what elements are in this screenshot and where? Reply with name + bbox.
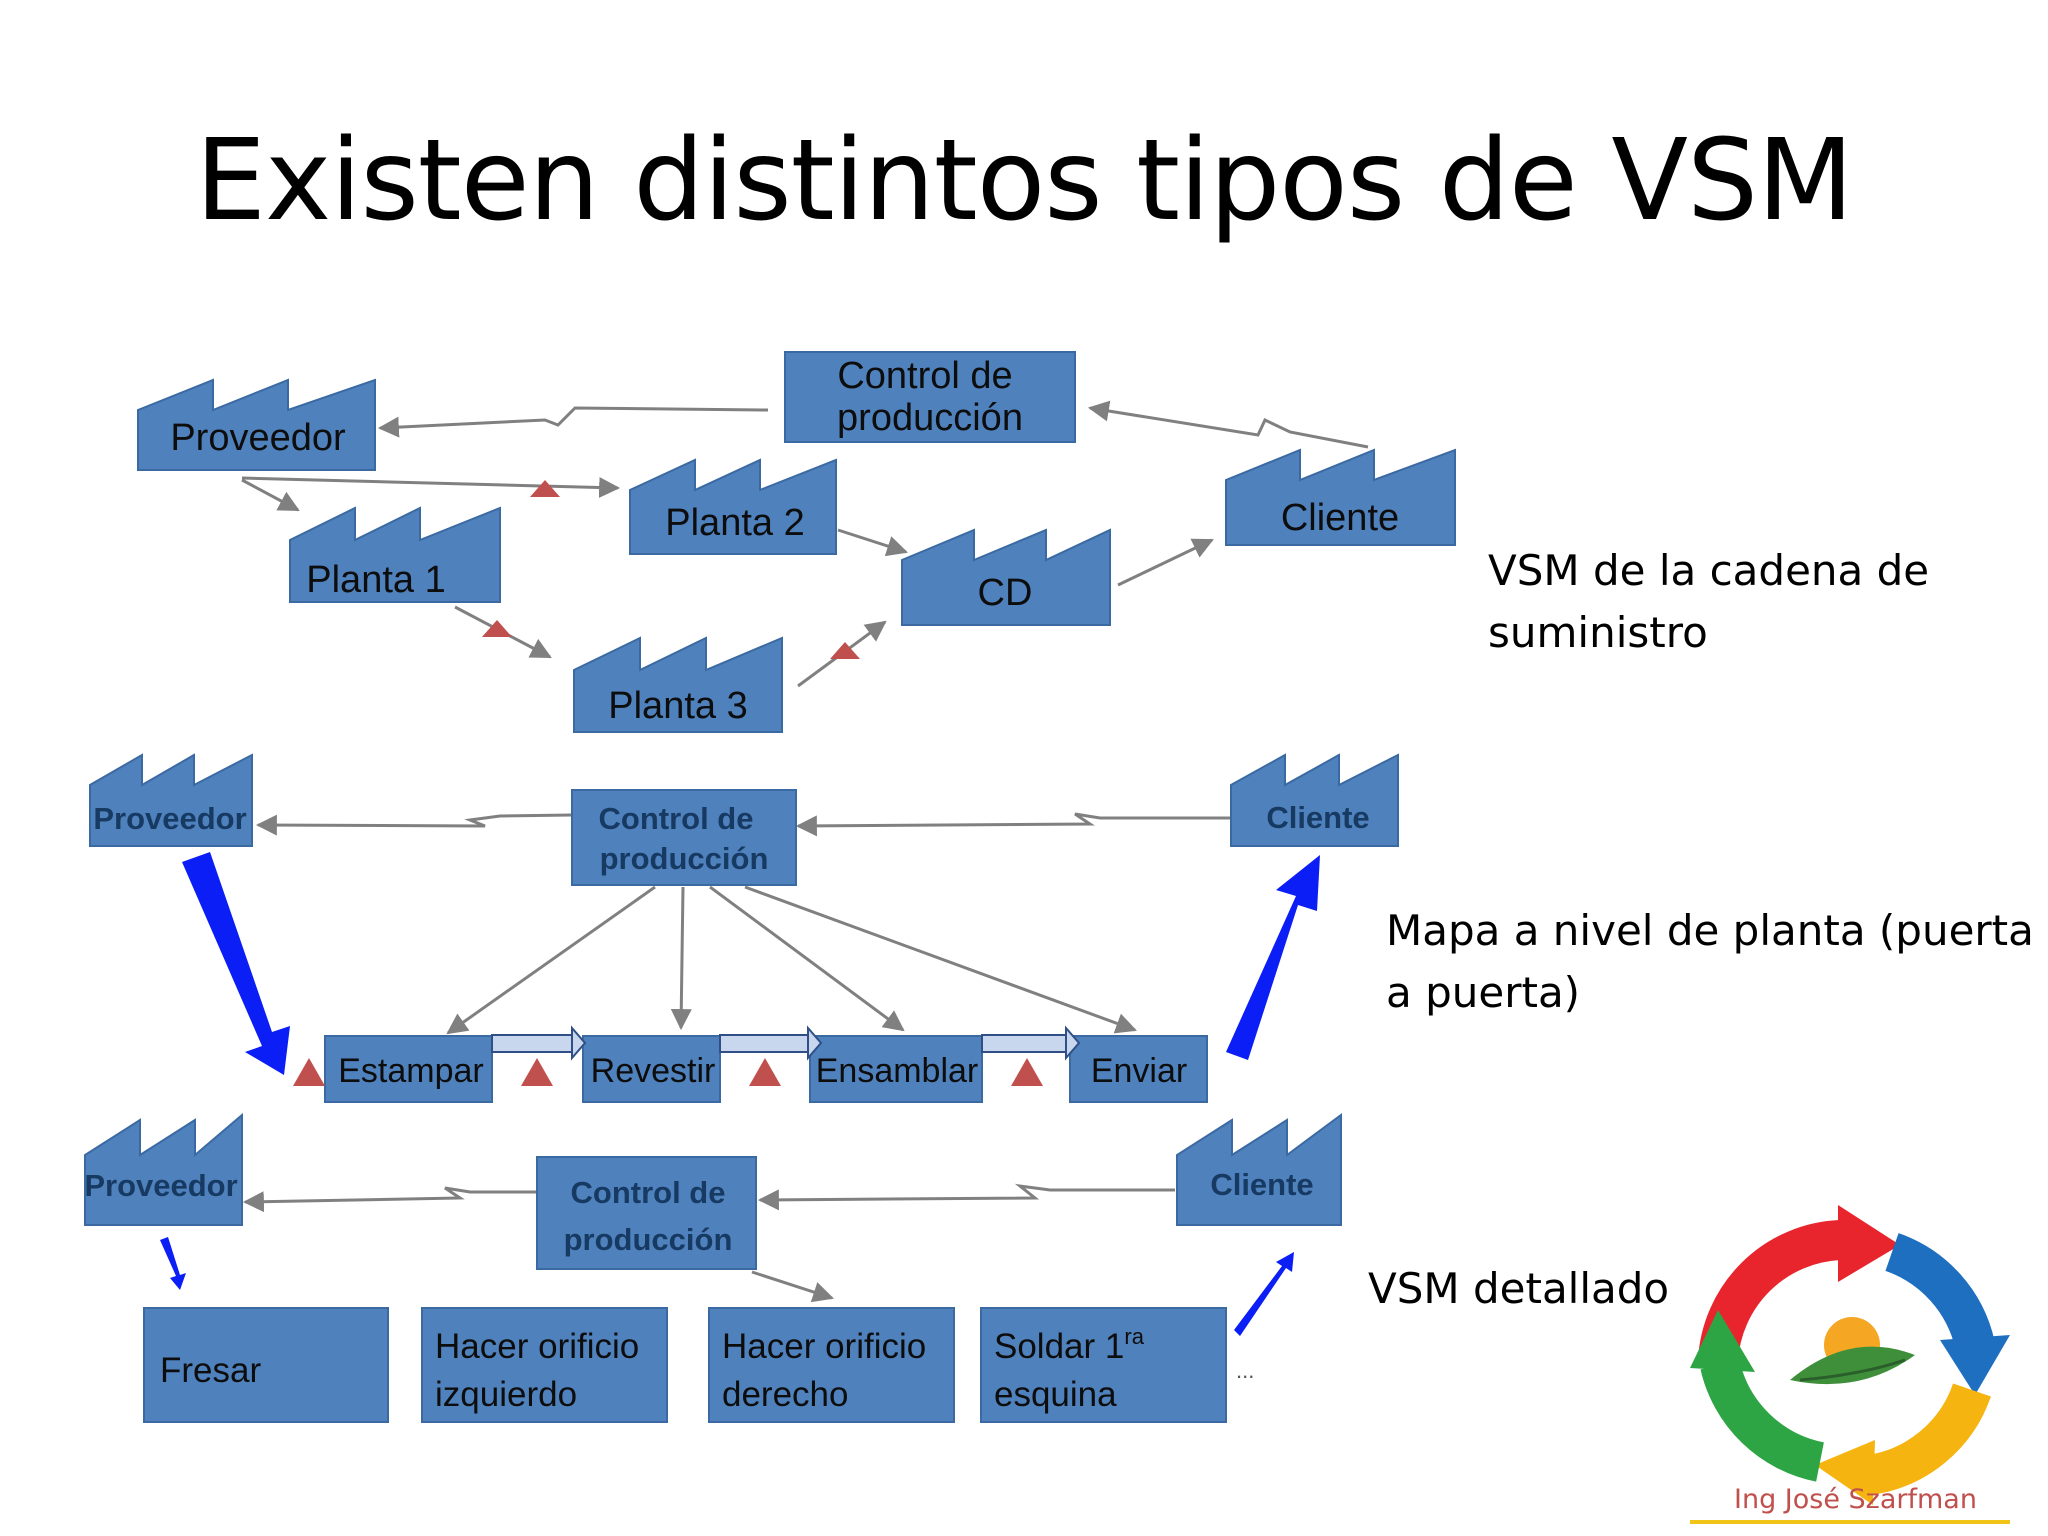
process-ensamblar: Ensamblar bbox=[809, 1035, 983, 1103]
flow-plant2-cd bbox=[837, 528, 908, 557]
svg-text:Enviar: Enviar bbox=[1091, 1052, 1187, 1090]
plant3-factory: Planta 3 bbox=[573, 636, 783, 733]
schedule-flow-enviar bbox=[744, 885, 1137, 1034]
caption-supply-chain: VSM de la cadena de suministro bbox=[1488, 546, 1930, 657]
distribution-center: CD bbox=[901, 528, 1111, 626]
supplier-label: Proveedor bbox=[170, 417, 346, 459]
process-estampar: Estampar bbox=[324, 1035, 493, 1103]
svg-text:Estampar: Estampar bbox=[338, 1052, 484, 1090]
production-control-box: Control de producción bbox=[784, 351, 1076, 443]
slide-title: Existen distintos tipos de VSM bbox=[195, 116, 1853, 246]
schedule-flow-ensamblar bbox=[709, 885, 905, 1032]
svg-text:Control de: Control de bbox=[599, 801, 754, 836]
inventory-triangle bbox=[482, 620, 512, 637]
info-flow-control-to-supplier bbox=[255, 813, 573, 836]
caption-plant-level: Mapa a nivel de planta (puerta a puerta) bbox=[1386, 906, 2034, 1017]
svg-text:Proveedor: Proveedor bbox=[84, 1168, 237, 1203]
supplier-factory: Proveedor bbox=[137, 378, 376, 471]
logo-arc-yellow bbox=[1866, 1382, 1991, 1495]
svg-text:Fresar: Fresar bbox=[160, 1351, 261, 1390]
supplier-factory: Proveedor bbox=[89, 753, 253, 847]
svg-text:Cliente: Cliente bbox=[1210, 1167, 1313, 1202]
production-control-box: Control de producción bbox=[571, 789, 797, 886]
step-hacer-orificio-izquierdo: Hacer orificio izquierdo bbox=[421, 1307, 668, 1423]
inventory-triangle bbox=[521, 1058, 553, 1086]
plant1-factory: Planta 1 bbox=[289, 506, 501, 603]
step-soldar-esquina: Soldar 1ra esquina bbox=[980, 1307, 1227, 1423]
svg-text:Planta 3: Planta 3 bbox=[608, 685, 747, 727]
logo-text: Ing José Szarfman bbox=[1734, 1484, 1977, 1515]
svg-text:Hacer orificio: Hacer orificio bbox=[722, 1327, 926, 1366]
push-arrow bbox=[491, 1025, 587, 1061]
detailed-map: Proveedor Control de producción Cliente … bbox=[84, 1112, 1342, 1423]
logo bbox=[1690, 1205, 2010, 1524]
info-flow-control-to-supplier bbox=[242, 1186, 536, 1213]
schedule-flow bbox=[751, 1270, 834, 1303]
info-flow-customer-to-control bbox=[757, 1183, 1175, 1211]
inventory-triangle bbox=[830, 642, 860, 659]
customer-factory: Cliente bbox=[1225, 448, 1456, 546]
physical-flow-arrow-in bbox=[160, 1237, 186, 1290]
svg-text:esquina: esquina bbox=[994, 1375, 1117, 1414]
flow-cd-customer bbox=[1117, 538, 1214, 587]
customer-factory: Cliente bbox=[1176, 1113, 1342, 1226]
logo-arc-green bbox=[1700, 1359, 1825, 1482]
svg-text:producción: producción bbox=[564, 1222, 733, 1257]
physical-flow-arrow-out bbox=[1234, 1252, 1294, 1336]
continuation-ellipsis: ... bbox=[1236, 1358, 1254, 1383]
svg-text:Revestir: Revestir bbox=[591, 1052, 716, 1090]
plant-level-map: Proveedor Control de producción Cliente … bbox=[89, 753, 1399, 1103]
svg-text:Planta 1: Planta 1 bbox=[306, 559, 445, 601]
push-arrow bbox=[719, 1025, 823, 1061]
flow-supplier-plant1 bbox=[241, 478, 300, 512]
inventory-triangle bbox=[749, 1058, 781, 1086]
inventory-triangle bbox=[1011, 1058, 1043, 1086]
plant2-factory: Planta 2 bbox=[629, 458, 837, 555]
process-enviar: Enviar bbox=[1069, 1035, 1208, 1103]
svg-text:Proveedor: Proveedor bbox=[93, 801, 246, 836]
svg-text:Planta 2: Planta 2 bbox=[665, 502, 804, 544]
step-hacer-orificio-derecho: Hacer orificio derecho bbox=[708, 1307, 955, 1423]
svg-text:Hacer orificio: Hacer orificio bbox=[435, 1327, 639, 1366]
logo-arc-blue bbox=[1884, 1233, 1995, 1350]
svg-text:Ensamblar: Ensamblar bbox=[816, 1052, 979, 1090]
logo-leaf bbox=[1790, 1346, 1915, 1385]
info-flow-customer-to-control bbox=[795, 812, 1230, 837]
process-revestir: Revestir bbox=[582, 1035, 721, 1103]
customer-factory: Cliente bbox=[1230, 753, 1399, 847]
inventory-triangle bbox=[293, 1058, 325, 1086]
physical-flow-arrow-out bbox=[1226, 855, 1320, 1060]
push-arrow bbox=[981, 1025, 1081, 1061]
svg-text:Cliente: Cliente bbox=[1281, 497, 1399, 539]
svg-text:derecho: derecho bbox=[722, 1375, 848, 1414]
info-flow-customer-to-control bbox=[1087, 400, 1369, 449]
svg-text:izquierdo: izquierdo bbox=[435, 1375, 577, 1414]
inventory-triangle bbox=[530, 480, 560, 497]
supplier-factory: Proveedor bbox=[84, 1112, 243, 1226]
production-control-box: Control de producción bbox=[536, 1156, 757, 1270]
logo-underline bbox=[1690, 1520, 2010, 1524]
schedule-flow-revestir bbox=[670, 886, 692, 1031]
svg-text:Control de: Control de bbox=[837, 355, 1012, 397]
info-flow-control-to-supplier bbox=[377, 406, 769, 438]
supply-chain-map: Proveedor Control de producción Planta 2… bbox=[137, 351, 1456, 733]
step-fresar: Fresar bbox=[143, 1307, 389, 1423]
caption-detailed: VSM detallado bbox=[1368, 1264, 1670, 1313]
svg-text:CD: CD bbox=[978, 572, 1033, 614]
schedule-flow-estampar bbox=[446, 885, 656, 1035]
svg-text:Soldar 1ra: Soldar 1ra bbox=[994, 1324, 1145, 1366]
physical-flow-arrow-in bbox=[182, 852, 290, 1075]
svg-text:Control de: Control de bbox=[571, 1175, 726, 1210]
svg-text:producción: producción bbox=[837, 397, 1023, 439]
svg-text:Cliente: Cliente bbox=[1266, 800, 1369, 835]
flow-supplier-plant2 bbox=[241, 476, 621, 498]
svg-text:producción: producción bbox=[600, 841, 769, 876]
